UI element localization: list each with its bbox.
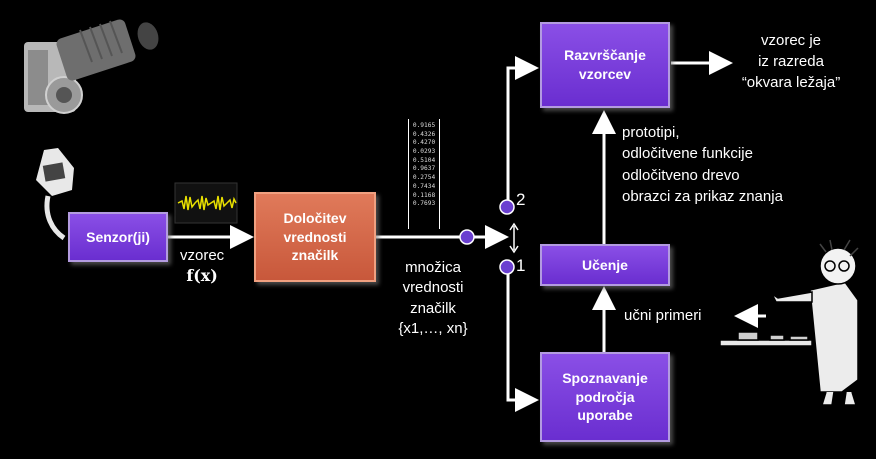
sensor-image <box>36 148 74 241</box>
vector-value: 0.4326 <box>412 130 436 138</box>
signal-waveform-image <box>174 182 238 224</box>
domain-knowledge-box: Spoznavanje področja uporabe <box>540 352 670 442</box>
switch-position-1: 1 <box>516 256 526 275</box>
vector-value: 0.7434 <box>412 182 436 190</box>
arrow-to-domain <box>506 272 539 412</box>
feature-extraction-box: Določitev vrednosti značilk <box>254 192 376 282</box>
pattern-label: vzorec f(x) <box>180 246 224 286</box>
node-dot <box>459 229 475 245</box>
sensor-label: Senzor(ji) <box>86 228 150 245</box>
domain-line-3: uporabe <box>577 407 633 424</box>
feature-set-line-1: množica <box>405 259 461 276</box>
vector-value: 0.5104 <box>412 156 436 164</box>
switch-dot-2 <box>499 199 515 215</box>
classify-line-2: vzorcev <box>578 66 632 82</box>
vector-value: 0.9637 <box>412 165 436 173</box>
feature-set-label: množica vrednosti značilk {x1,…, xn} <box>385 258 481 339</box>
vector-value: 0.0293 <box>412 148 436 156</box>
knowledge-line-3: odločitveno drevo <box>622 166 740 184</box>
feature-vector: 0.9165 0.4326 0.4270 0.0293 0.5104 0.963… <box>408 119 440 229</box>
switch-position-2: 2 <box>516 190 526 209</box>
arrow-to-classify <box>506 56 539 200</box>
sensor-box: Senzor(ji) <box>68 212 168 262</box>
knowledge-line-4: obrazci za prikaz znanja <box>622 187 783 205</box>
vector-value: 0.9165 <box>412 122 436 129</box>
vector-value: 0.4270 <box>412 139 436 147</box>
domain-line-2: področja <box>575 388 635 405</box>
pattern-function-label: f(x) <box>186 265 218 285</box>
learning-box: Učenje <box>540 244 670 286</box>
learning-label: Učenje <box>582 256 628 273</box>
feature-box-line-2: vrednosti <box>283 228 347 245</box>
switch-dot-1 <box>499 259 515 275</box>
feature-set-line-2: vrednosti <box>402 279 464 297</box>
feature-box-line-1: Določitev <box>283 209 347 226</box>
feature-set-line-3: značilk <box>410 299 456 317</box>
feature-box-line-3: značilk <box>291 247 339 264</box>
classification-box: Razvrščanje vzorcev <box>540 22 670 108</box>
gear-motor-image <box>24 19 159 114</box>
classify-line-1: Razvrščanje <box>564 47 646 64</box>
output-line-1: vzorec je <box>760 32 822 49</box>
knowledge-line-1: prototipi, <box>622 124 680 141</box>
output-label: vzorec je iz razreda “okvara ležaja” <box>728 30 854 93</box>
vector-value: 0.1168 <box>412 191 436 199</box>
scientist-figure-image <box>719 239 859 406</box>
examples-label: učni primeri <box>624 307 702 324</box>
output-line-2: iz razreda <box>758 53 824 70</box>
feature-set-line-4: {x1,…, xn} <box>398 319 468 337</box>
domain-line-1: Spoznavanje <box>562 369 648 386</box>
vector-value: 0.2754 <box>412 174 436 182</box>
output-line-3: “okvara ležaja” <box>741 74 841 91</box>
pattern-label-text: vzorec <box>180 247 225 264</box>
vector-value: 0.7693 <box>412 200 436 208</box>
knowledge-label: prototipi, odločitvene funkcije odločitv… <box>622 122 783 207</box>
knowledge-line-2: odločitvene funkcije <box>622 145 753 163</box>
